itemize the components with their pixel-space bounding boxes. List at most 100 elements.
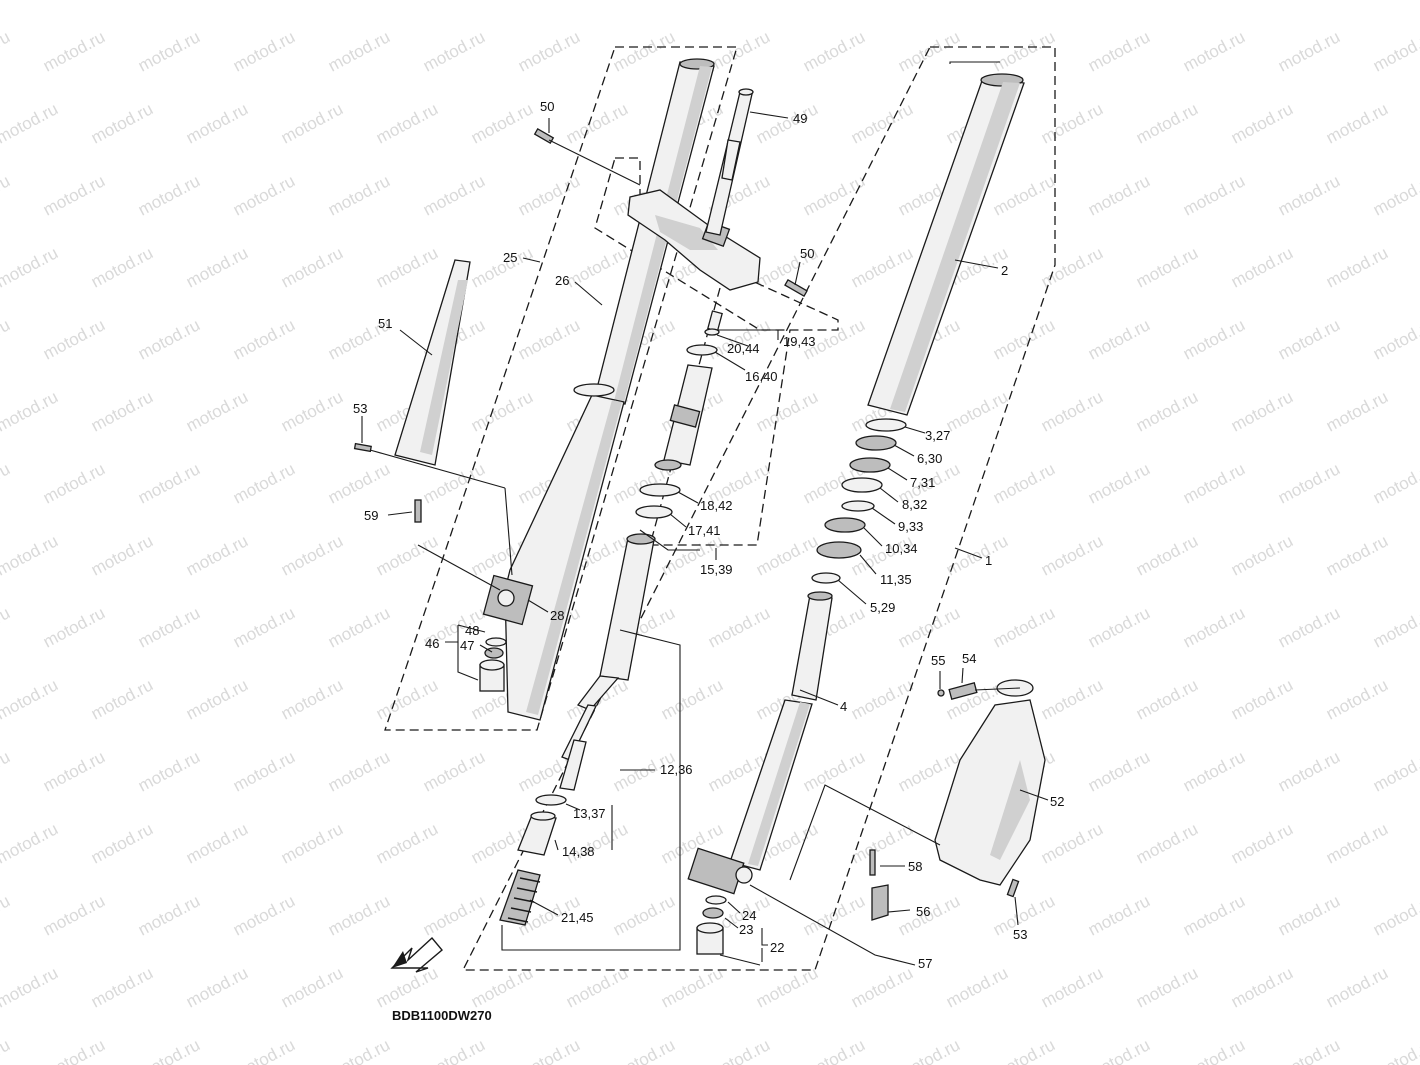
watermark-text: motod.ru [990,603,1058,651]
label-22: 22 [770,940,784,955]
watermark-text: motod.ru [1038,819,1106,867]
watermark-text: motod.ru [135,459,203,507]
label-52: 52 [1050,794,1064,809]
watermark-text: motod.ru [1370,603,1420,651]
watermark-text: motod.ru [1370,27,1420,75]
watermark-text: motod.ru [610,27,678,75]
watermark-text: motod.ru [1275,891,1343,939]
watermark-text: motod.ru [1180,747,1248,795]
watermark-text: motod.ru [183,99,251,147]
watermark-text: motod.ru [1275,747,1343,795]
label-53-right: 53 [1013,927,1027,942]
watermark-text: motod.ru [0,531,61,579]
watermark-text: motod.ru [943,387,1011,435]
watermark-text: motod.ru [1085,603,1153,651]
watermark-text: motod.ru [990,459,1058,507]
label-18-42: 18,42 [700,498,733,513]
watermark-text: motod.ru [1228,99,1296,147]
watermark-text: motod.ru [1133,531,1201,579]
watermark-text: motod.ru [468,99,536,147]
watermark-text: motod.ru [88,99,156,147]
watermark-text: motod.ru [1370,315,1420,363]
watermark-text: motod.ru [230,171,298,219]
watermark-text: motod.ru [1228,387,1296,435]
watermark-text: motod.ru [1180,459,1248,507]
watermark-text: motod.ru [0,0,61,4]
watermark-text: motod.ru [658,0,726,4]
watermark-text: motod.ru [1323,963,1391,1011]
watermark-text: motod.ru [1180,27,1248,75]
watermark-text: motod.ru [88,243,156,291]
watermark-text: motod.ru [1133,819,1201,867]
watermark-text: motod.ru [40,1035,108,1065]
watermark-text: motod.ru [468,0,536,4]
watermark-text: motod.ru [1370,747,1420,795]
watermark-text: motod.ru [0,171,13,219]
watermark-text: motod.ru [230,315,298,363]
watermark-text: motod.ru [40,603,108,651]
watermark-text: motod.ru [705,603,773,651]
watermark-text: motod.ru [1323,243,1391,291]
watermark-text: motod.ru [183,243,251,291]
watermark-text: motod.ru [0,27,13,75]
watermark-text: motod.ru [230,459,298,507]
watermark-text: motod.ru [135,27,203,75]
label-23: 23 [739,922,753,937]
watermark-text: motod.ru [1323,819,1391,867]
watermark-text: motod.ru [1133,963,1201,1011]
watermark-text: motod.ru [515,27,583,75]
label-14-38: 14,38 [562,844,595,859]
watermark-text: motod.ru [1180,891,1248,939]
watermark-text: motod.ru [1228,675,1296,723]
watermark-text: motod.ru [0,387,61,435]
watermark-text: motod.ru [563,243,631,291]
inner-tube-right [729,591,833,871]
watermark-text: motod.ru [658,675,726,723]
watermark-text: motod.ru [135,1035,203,1065]
watermark-text: motod.ru [278,963,346,1011]
front-direction-arrow-icon [390,936,443,973]
watermark-text: motod.ru [135,891,203,939]
watermark-text: motod.ru [325,171,393,219]
watermark-text: motod.ru [278,387,346,435]
watermark-text: motod.ru [135,171,203,219]
watermark-text: motod.ru [325,459,393,507]
label-4: 4 [840,699,847,714]
watermark-text: motod.ru [468,387,536,435]
watermark-text: motod.ru [1370,459,1420,507]
oring-16 [686,344,718,356]
watermark-text: motod.ru [88,387,156,435]
bolt-53-left [353,442,372,453]
spring-21 [499,869,541,926]
axle-collar-22 [696,895,727,955]
watermark-text: motod.ru [40,27,108,75]
watermark-text: motod.ru [420,1035,488,1065]
label-53-left: 53 [353,401,367,416]
watermark-text: motod.ru [0,819,61,867]
oring-13 [535,794,567,806]
watermark-text: motod.ru [1228,531,1296,579]
watermark-text: motod.ru [1323,531,1391,579]
orings-18-17 [635,483,681,519]
watermark-text: motod.ru [753,0,821,4]
guard-parts-right [869,682,1020,921]
watermark-text: motod.ru [420,27,488,75]
watermark-text: motod.ru [278,99,346,147]
watermark-text: motod.ru [0,99,61,147]
watermark-text: motod.ru [135,747,203,795]
watermark-text: motod.ru [230,27,298,75]
watermark-text: motod.ru [1228,0,1296,4]
bolt-50-right [784,279,808,297]
damper-cartridge [559,533,656,791]
watermark-text: motod.ru [183,0,251,4]
label-5-29: 5,29 [870,600,895,615]
watermark-text: motod.ru [0,603,13,651]
watermark-text: motod.ru [800,171,868,219]
watermark-text: motod.ru [1370,1035,1420,1065]
watermark-text: motod.ru [1370,891,1420,939]
watermark-text: motod.ru [1275,171,1343,219]
label-10-34: 10,34 [885,541,918,556]
label-50-top: 50 [540,99,554,114]
watermark-text: motod.ru [610,1035,678,1065]
watermark-text: motod.ru [88,963,156,1011]
